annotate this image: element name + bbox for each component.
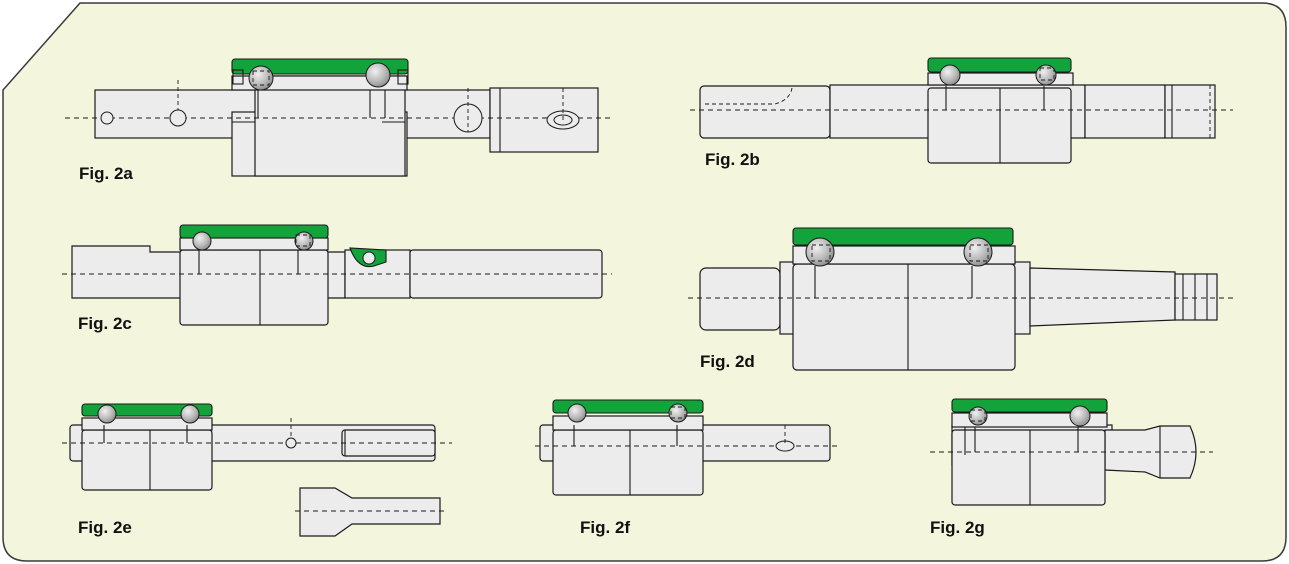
figure-2c-drawing: [62, 224, 612, 326]
figure-2g-drawing: [930, 398, 1213, 506]
figure-2f-drawing: [535, 399, 840, 496]
figure-2a-drawing: [65, 58, 612, 177]
seal-2a: [231, 58, 409, 75]
figure-label-2b: Fig. 2b: [705, 150, 760, 169]
ball-2a-left: [248, 65, 274, 91]
figure-2d-drawing: [688, 227, 1235, 371]
figure-label-2f: Fig. 2f: [580, 518, 631, 537]
figure-label-2c: Fig. 2c: [78, 314, 132, 333]
ball-2a-right: [365, 62, 391, 88]
figure-2b-drawing: [690, 57, 1233, 164]
figure-label-2g: Fig. 2g: [930, 518, 985, 537]
figure-2e-drawing: [62, 403, 452, 537]
figure-label-2a: Fig. 2a: [79, 164, 133, 183]
figure-label-2e: Fig. 2e: [78, 518, 132, 537]
figure-label-2d: Fig. 2d: [700, 352, 755, 371]
